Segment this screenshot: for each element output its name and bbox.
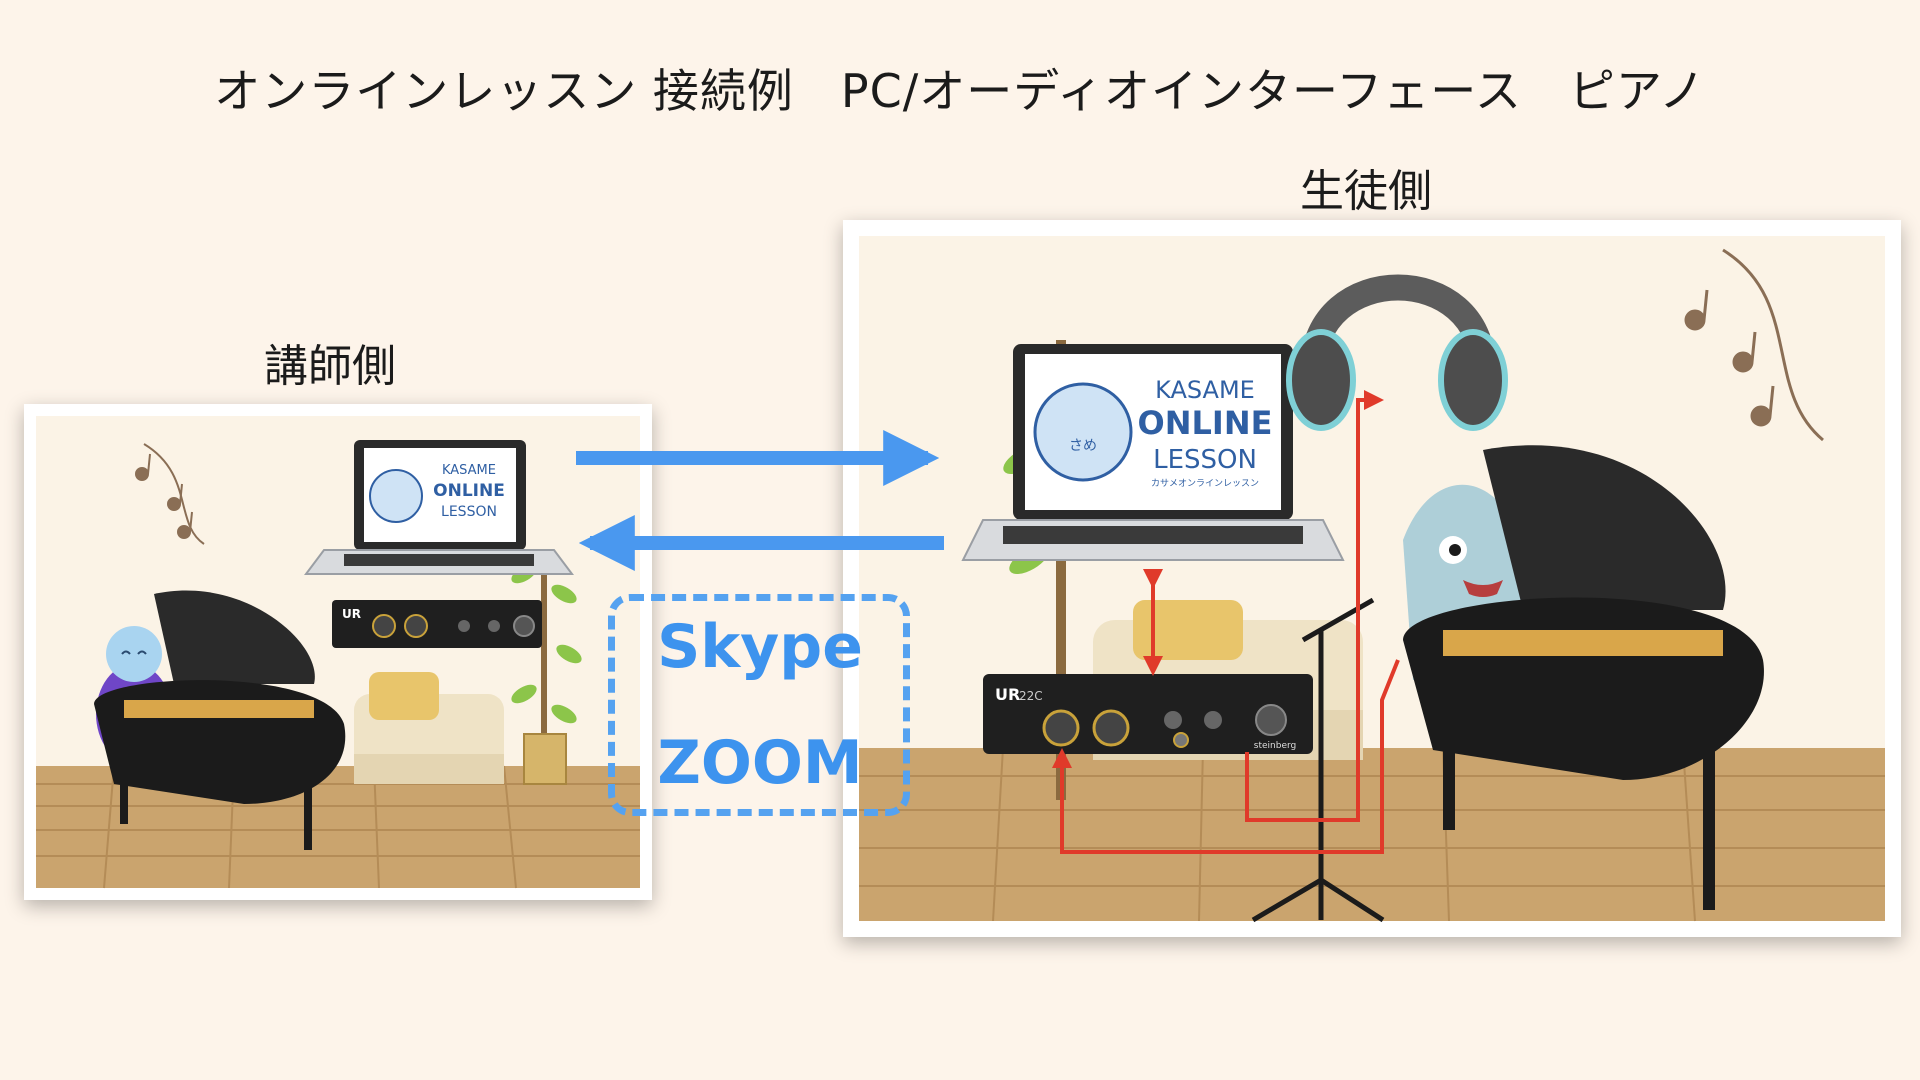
platform-skype: Skype	[657, 612, 863, 682]
teacher-side-label: 講師側	[264, 341, 396, 392]
teacher-scene: KASAME ONLINE LESSON UR	[24, 404, 652, 900]
music-notes-icon	[135, 443, 205, 545]
teacher-laptop-icon: KASAME ONLINE LESSON	[304, 440, 574, 575]
student-laptop-brand-3: LESSON	[1153, 445, 1257, 475]
student-laptop-icon: さめ KASAME ONLINE LESSON カサメオンラインレッスン	[961, 344, 1345, 561]
sofa-icon	[354, 672, 504, 784]
microphone-cable	[1052, 659, 1400, 854]
student-interface-model: UR	[995, 685, 1020, 704]
teacher-laptop-brand-3: LESSON	[441, 504, 497, 520]
platform-zoom: ZOOM	[657, 728, 863, 798]
teacher-laptop-brand-1: KASAME	[442, 463, 496, 478]
student-interface-maker: steinberg	[1254, 741, 1296, 751]
headphone-cable	[1245, 390, 1384, 822]
student-laptop-mascot-tag: さめ	[1069, 438, 1097, 454]
page-title: オンラインレッスン 接続例 PC/オーディオインターフェース ピアノ	[214, 64, 1706, 118]
student-grand-piano-icon	[1403, 445, 1764, 910]
student-scene: さめ KASAME ONLINE LESSON カサメオンラインレッスン UR …	[843, 220, 1901, 937]
teacher-audio-interface-icon: UR	[332, 600, 542, 648]
music-notes-icon	[1684, 248, 1824, 442]
teacher-laptop-brand-2: ONLINE	[433, 481, 505, 501]
student-laptop-brand-sub: カサメオンラインレッスン	[1151, 478, 1259, 489]
microphone-stand-icon	[1251, 597, 1385, 923]
teacher-grand-piano-icon	[94, 590, 346, 850]
teacher-interface-model: UR	[342, 607, 361, 621]
student-interface-model-suffix: 22C	[1019, 689, 1043, 703]
student-laptop-brand-1: KASAME	[1155, 376, 1255, 404]
student-side-label: 生徒側	[1300, 166, 1432, 217]
headphones-icon	[1286, 274, 1508, 431]
student-audio-interface-icon: UR 22C steinberg	[983, 674, 1313, 754]
platform-box	[608, 594, 910, 816]
student-laptop-brand-2: ONLINE	[1138, 404, 1273, 442]
